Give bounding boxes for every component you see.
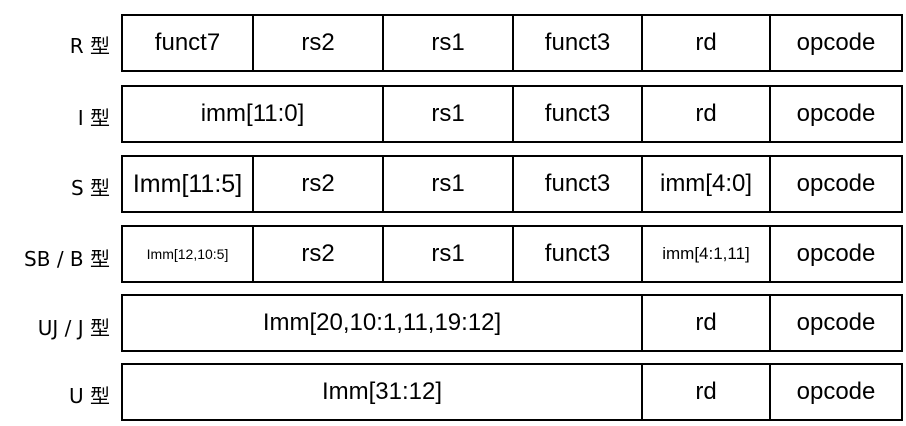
field-rd: rd [643, 16, 771, 70]
field-rs1: rs1 [384, 157, 514, 211]
row-label-i-type: I 型 [77, 106, 110, 130]
field-opcode: opcode [796, 309, 876, 336]
field-imm-31-12: Imm[31:12] [123, 365, 643, 419]
row-u-type: Imm[31:12] rd opcode [121, 363, 903, 421]
field-imm-12-10-5: Imm[12,10:5] [123, 227, 254, 281]
field-imm-4-1-11: imm[4:1,11] [643, 227, 771, 281]
field-funct3: funct3 [514, 16, 643, 70]
field-funct7: funct7 [123, 16, 254, 70]
field-funct3: funct3 [514, 87, 643, 141]
field-rd: rd [643, 296, 771, 350]
field-imm-11-5: Imm[11:5] [123, 157, 254, 211]
row-s-type: Imm[11:5] rs2 rs1 funct3 imm[4:0] opcode [121, 155, 903, 213]
row-i-type: imm[11:0] rs1 funct3 rd opcode [121, 85, 903, 143]
field-imm-11-0: imm[11:0] [123, 87, 384, 141]
row-sb-b-type: Imm[12,10:5] rs2 rs1 funct3 imm[4:1,11] … [121, 225, 903, 283]
field-imm-4-0: imm[4:0] [643, 157, 771, 211]
field-opcode: opcode [796, 29, 876, 56]
field-rd: rd [643, 87, 771, 141]
field-rs2: rs2 [254, 157, 384, 211]
field-funct3: funct3 [514, 227, 643, 281]
row-label-r-type: R 型 [69, 34, 110, 58]
row-uj-j-type: Imm[20,10:1,11,19:12] rd opcode [121, 294, 903, 352]
row-label-s-type: S 型 [70, 176, 110, 200]
row-label-u-type: U 型 [69, 384, 110, 408]
field-rs1: rs1 [384, 16, 514, 70]
field-opcode: opcode [796, 170, 876, 197]
field-rs2: rs2 [254, 16, 384, 70]
field-funct3: funct3 [514, 157, 643, 211]
field-rs1: rs1 [384, 87, 514, 141]
field-opcode: opcode [796, 100, 876, 127]
row-label-uj-j-type: UJ / J 型 [37, 316, 110, 340]
field-rd: rd [643, 365, 771, 419]
field-imm-20-10-1-11-19-12: Imm[20,10:1,11,19:12] [123, 296, 643, 350]
field-opcode: opcode [796, 378, 876, 405]
field-rs2: rs2 [254, 227, 384, 281]
field-opcode: opcode [796, 240, 876, 267]
field-rs1: rs1 [384, 227, 514, 281]
row-r-type: funct7 rs2 rs1 funct3 rd opcode [121, 14, 903, 72]
row-label-sb-b-type: SB / B 型 [24, 247, 110, 271]
